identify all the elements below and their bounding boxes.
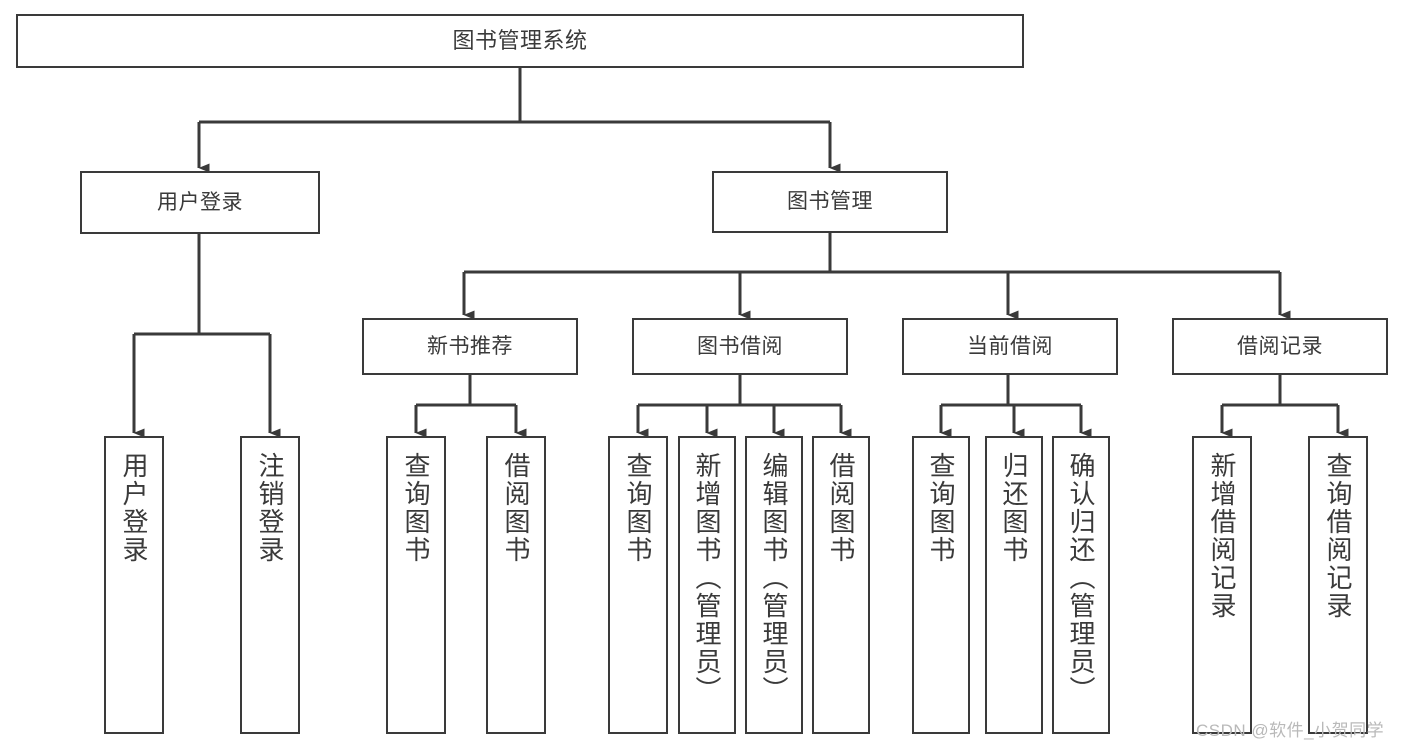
node-label: 编辑图书（管理员） [759,452,789,704]
node-leaf-edit-book[interactable]: 编辑图书（管理员） [745,436,803,734]
node-label: 注销登录 [255,452,285,564]
node-leaf-query-book-recommend[interactable]: 查询图书 [386,436,446,734]
node-leaf-query-book-current[interactable]: 查询图书 [912,436,970,734]
node-label: 查询图书 [623,452,653,564]
node-leaf-user-login[interactable]: 用户登录 [104,436,164,734]
node-label: 图书管理系统 [452,27,588,53]
node-label: 当前借阅 [967,334,1053,358]
node-label: 借阅记录 [1237,334,1323,358]
node-leaf-add-book[interactable]: 新增图书（管理员） [678,436,736,734]
node-label: 新增图书（管理员） [692,452,722,704]
node-label: 新增借阅记录 [1207,452,1237,620]
node-leaf-confirm-return[interactable]: 确认归还（管理员） [1052,436,1110,734]
node-leaf-return-book[interactable]: 归还图书 [985,436,1043,734]
node-label: 查询图书 [401,452,431,564]
node-label: 归还图书 [999,452,1029,564]
node-label: 查询借阅记录 [1323,452,1353,620]
node-new-book-recommend[interactable]: 新书推荐 [362,318,578,375]
node-user-login[interactable]: 用户登录 [80,171,320,234]
node-label: 图书借阅 [697,334,783,358]
node-leaf-add-borrow-record[interactable]: 新增借阅记录 [1192,436,1252,734]
node-current-borrow[interactable]: 当前借阅 [902,318,1118,375]
node-label: 借阅图书 [501,452,531,564]
node-leaf-query-book-borrow[interactable]: 查询图书 [608,436,668,734]
node-borrow-record[interactable]: 借阅记录 [1172,318,1388,375]
node-label: 新书推荐 [427,334,513,358]
node-leaf-borrow-book-recommend[interactable]: 借阅图书 [486,436,546,734]
node-book-manage[interactable]: 图书管理 [712,171,948,233]
node-label: 图书管理 [787,190,873,214]
node-leaf-query-borrow-record[interactable]: 查询借阅记录 [1308,436,1368,734]
node-label: 确认归还（管理员） [1066,452,1096,704]
node-label: 借阅图书 [826,452,856,564]
node-label: 用户登录 [119,452,149,564]
node-leaf-borrow-book[interactable]: 借阅图书 [812,436,870,734]
node-leaf-logout[interactable]: 注销登录 [240,436,300,734]
csdn-watermark: CSDN @软件_小贺同学 [1196,721,1385,740]
node-label: 查询图书 [926,452,956,564]
node-label: 用户登录 [157,190,243,214]
node-book-borrow[interactable]: 图书借阅 [632,318,848,375]
node-root-system[interactable]: 图书管理系统 [16,14,1024,68]
